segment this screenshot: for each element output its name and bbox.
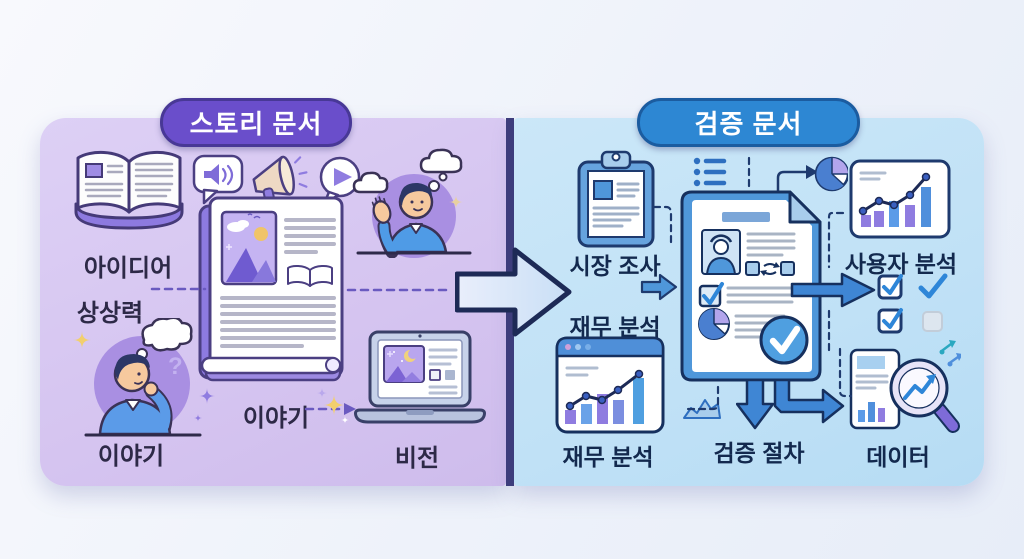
arrow-down-icon	[736, 378, 774, 430]
verification-document-illustration	[680, 190, 822, 382]
label-user-analysis: 사용자 분석	[844, 251, 958, 277]
verification-panel-title: 검증 문서	[637, 98, 860, 147]
label-vision: 비전	[394, 445, 440, 472]
bullet-list-icon	[693, 157, 727, 187]
arrow-elbow-right-icon	[773, 378, 845, 424]
label-story-person: 이야기	[97, 443, 165, 470]
label-financial-analysis-card: 재무 분석	[562, 444, 654, 470]
mini-area-chart-icon	[683, 399, 721, 419]
flow-arrow-icon	[455, 247, 572, 337]
label-market-research: 시장 조사	[569, 253, 661, 279]
speaker-bubble-icon	[192, 154, 244, 205]
check-circle-icon	[759, 315, 809, 365]
checkbox-group	[877, 273, 948, 334]
label-imagination: 상상력	[76, 300, 144, 327]
arrow-right-icon	[640, 273, 678, 301]
label-idea: 아이디어	[83, 255, 173, 282]
waving-person-illustration	[352, 148, 472, 258]
financial-chart-card	[555, 336, 665, 434]
open-book-icon	[74, 151, 184, 230]
pie-chart-icon	[776, 156, 848, 196]
clipboard-icon	[577, 150, 655, 248]
user-analysis-chart-card	[849, 159, 951, 239]
label-verification-process: 검증 절차	[713, 440, 805, 466]
thinking-person-illustration: ?	[84, 318, 202, 437]
story-panel-title: 스토리 문서	[160, 98, 352, 147]
arrow-to-checklist-icon	[790, 272, 876, 308]
laptop-icon	[354, 330, 486, 424]
label-story-document: 이야기	[242, 405, 310, 432]
book-glyph	[287, 264, 333, 287]
label-data: 데이터	[866, 444, 930, 470]
svg-text:?: ?	[168, 353, 183, 380]
story-document-illustration	[198, 196, 344, 382]
label-financial-analysis: 재무 분석	[569, 314, 661, 340]
data-magnifier-illustration	[849, 340, 961, 433]
